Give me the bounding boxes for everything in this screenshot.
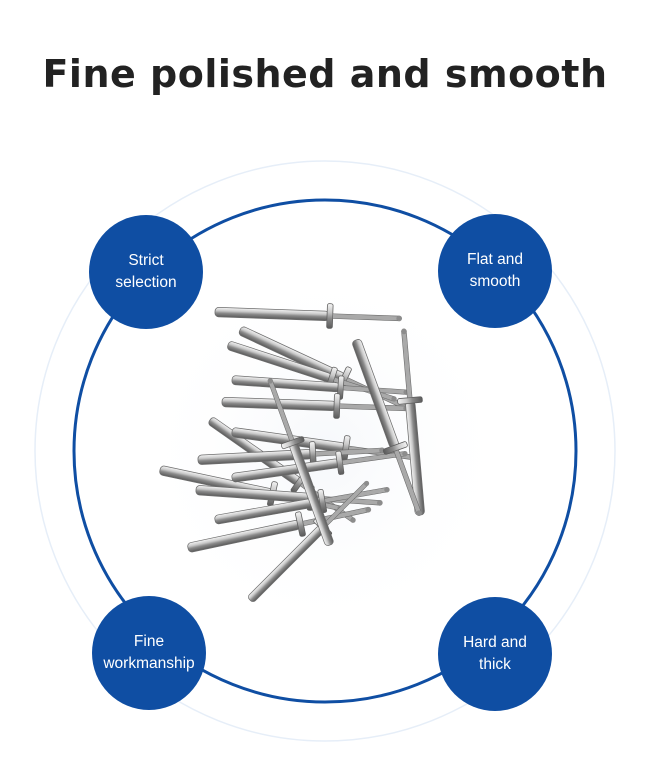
feature-label: Flat and smooth xyxy=(466,251,523,290)
feature-badge-hard-and-thick: Hard and thick xyxy=(438,597,552,711)
feature-badge-fine-workmanship: Fine workmanship xyxy=(92,596,206,710)
outer-halo-ring xyxy=(34,160,616,742)
feature-label: Strict selection xyxy=(115,252,177,291)
feature-badge-flat-and-smooth: Flat and smooth xyxy=(438,214,552,328)
main-ring xyxy=(72,198,578,704)
page-headline: Fine polished and smooth xyxy=(42,52,608,96)
feature-label: Fine workmanship xyxy=(103,633,195,672)
feature-badge-strict-selection: Strict selection xyxy=(89,215,203,329)
feature-label: Hard and thick xyxy=(463,634,527,673)
